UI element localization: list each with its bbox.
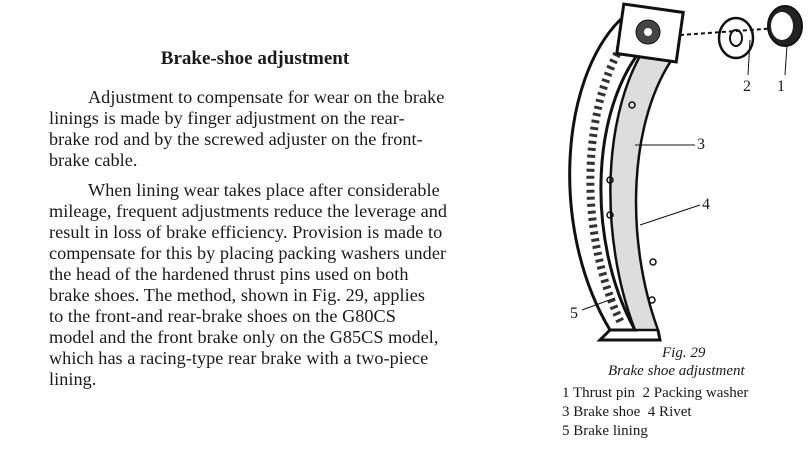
- text-line: result in loss of brake efficiency. Prov…: [49, 222, 443, 242]
- brake-shoe-illustration: [568, 2, 803, 342]
- text-line: brake shoes. The method, shown in Fig. 2…: [49, 285, 425, 305]
- text-line: to the front-and rear-brake shoes on the…: [49, 306, 396, 326]
- text-line: lining.: [49, 369, 97, 389]
- text-line: mileage, frequent adjustments reduce the…: [49, 201, 448, 221]
- callout-5: 5: [570, 305, 578, 322]
- text-line: Adjustment to compensate for wear on the…: [88, 87, 445, 107]
- figure-number: Fig. 29: [662, 345, 706, 361]
- text-line: brake rod and by the screwed adjuster on…: [49, 129, 423, 149]
- text-line: When lining wear takes place after consi…: [88, 180, 440, 200]
- text-line: the head of the hardened thrust pins use…: [49, 264, 409, 284]
- text-line: compensate for this by placing packing w…: [49, 243, 447, 263]
- text-line: which has a racing-type rear brake with …: [49, 348, 429, 368]
- figure-legend-line: 3 Brake shoe 4 Rivet: [562, 404, 692, 420]
- figure-legend-line: 1 Thrust pin 2 Packing washer: [562, 385, 749, 401]
- callout-2: 2: [743, 78, 751, 95]
- figure-legend-line: 5 Brake lining: [562, 423, 648, 439]
- text-line: model and the front brake only on the G8…: [49, 327, 439, 347]
- callout-3: 3: [697, 136, 705, 153]
- callout-4: 4: [702, 196, 710, 213]
- text-line: linings is made by finger adjustment on …: [49, 108, 405, 128]
- callout-1: 1: [777, 78, 785, 95]
- figure-caption: Brake shoe adjustment: [608, 363, 745, 379]
- section-heading: Brake-shoe adjustment: [160, 48, 350, 69]
- text-line: brake cable.: [49, 150, 138, 170]
